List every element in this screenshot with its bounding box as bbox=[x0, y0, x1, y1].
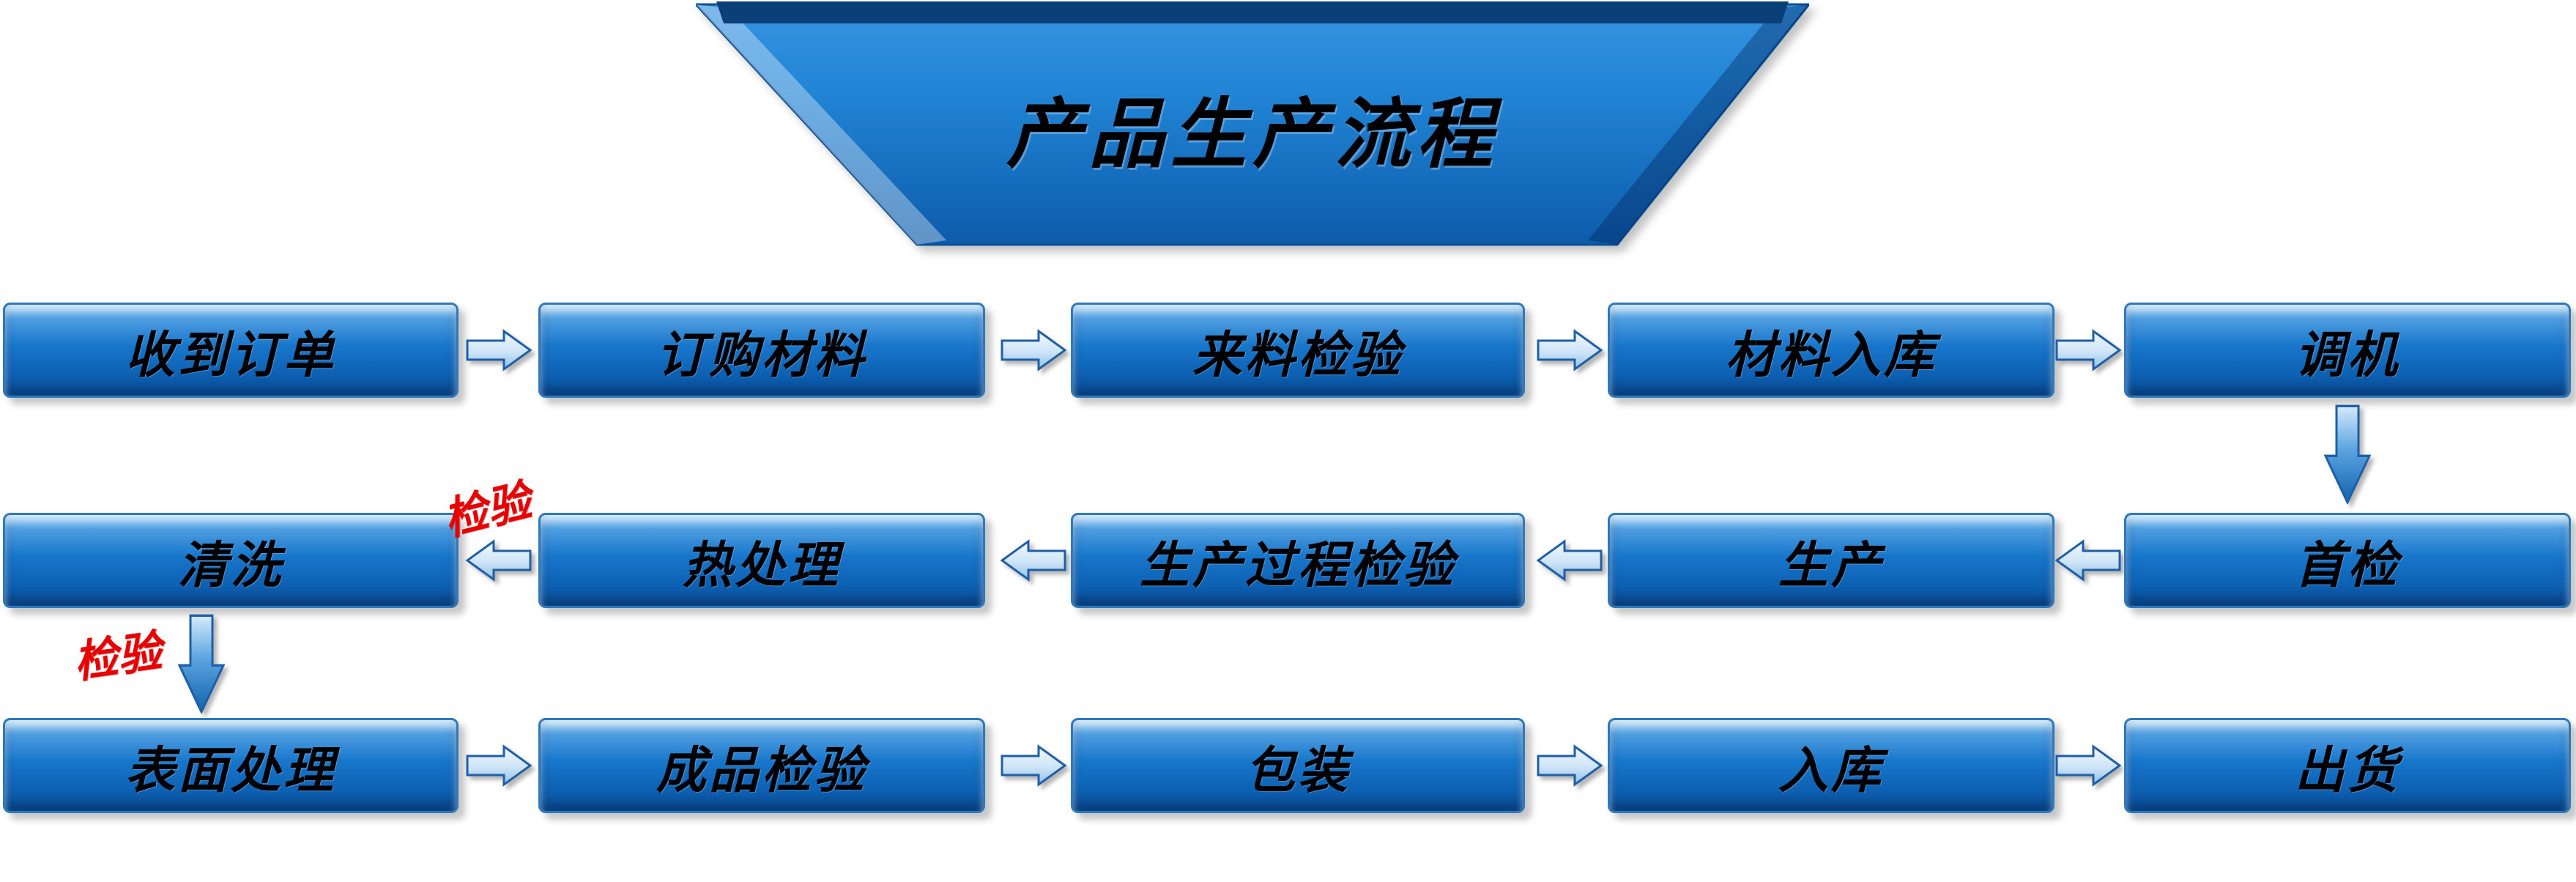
box-heat-treatment: 热处理 bbox=[538, 513, 985, 608]
box-production: 生产 bbox=[1608, 513, 2055, 608]
box-label: 调机 bbox=[2294, 327, 2400, 383]
box-incoming-inspection: 来料检验 bbox=[1071, 303, 1525, 398]
box-first-inspection: 首检 bbox=[2124, 513, 2571, 608]
box-label: 生产 bbox=[1778, 537, 1884, 593]
box-label: 表面处理 bbox=[125, 742, 336, 798]
box-label: 订购材料 bbox=[656, 327, 867, 383]
box-label: 收到订单 bbox=[125, 327, 336, 383]
arrow-down-icon bbox=[2324, 404, 2371, 504]
box-label: 出货 bbox=[2294, 742, 2400, 798]
box-cleaning: 清洗 bbox=[3, 513, 459, 608]
arrow-right-icon bbox=[2055, 745, 2121, 786]
arrow-right-icon bbox=[1537, 745, 1603, 786]
box-final-inspection: 成品检验 bbox=[538, 718, 985, 813]
title-banner: 产品生产流程 bbox=[696, 0, 1809, 249]
box-label: 入库 bbox=[1778, 742, 1884, 798]
box-label: 首检 bbox=[2294, 537, 2400, 593]
box-warehousing: 入库 bbox=[1608, 718, 2055, 813]
inspection-label: 检验 bbox=[438, 475, 536, 545]
arrow-right-icon bbox=[1001, 330, 1066, 371]
arrow-right-icon bbox=[466, 330, 532, 371]
arrow-left-icon bbox=[2055, 540, 2121, 581]
arrow-right-icon bbox=[2055, 330, 2121, 371]
arrow-right-icon bbox=[1001, 745, 1066, 786]
arrow-down-icon bbox=[178, 614, 225, 714]
page-title: 产品生产流程 bbox=[1006, 92, 1499, 177]
box-packaging: 包装 bbox=[1071, 718, 1525, 813]
arrow-right-icon bbox=[466, 745, 532, 786]
arrow-left-icon bbox=[466, 540, 532, 581]
box-order-materials: 订购材料 bbox=[538, 303, 985, 398]
box-label: 生产过程检验 bbox=[1139, 537, 1456, 593]
box-label: 材料入库 bbox=[1725, 327, 1937, 383]
arrow-left-icon bbox=[1537, 540, 1603, 581]
box-label: 清洗 bbox=[177, 537, 283, 593]
inspection-label: 检验 bbox=[70, 626, 165, 687]
box-receive-order: 收到订单 bbox=[3, 303, 459, 398]
box-surface-treatment: 表面处理 bbox=[3, 718, 459, 813]
box-label: 包装 bbox=[1244, 742, 1351, 798]
box-label: 热处理 bbox=[682, 537, 841, 593]
box-machine-setup: 调机 bbox=[2124, 303, 2571, 398]
arrow-left-icon bbox=[1001, 540, 1066, 581]
box-material-storage: 材料入库 bbox=[1608, 303, 2055, 398]
box-label: 成品检验 bbox=[656, 742, 867, 798]
box-shipping: 出货 bbox=[2124, 718, 2571, 813]
banner-shape bbox=[696, 1, 1809, 246]
arrow-right-icon bbox=[1537, 330, 1603, 371]
box-label: 来料检验 bbox=[1192, 327, 1403, 383]
box-process-inspection: 生产过程检验 bbox=[1071, 513, 1525, 608]
